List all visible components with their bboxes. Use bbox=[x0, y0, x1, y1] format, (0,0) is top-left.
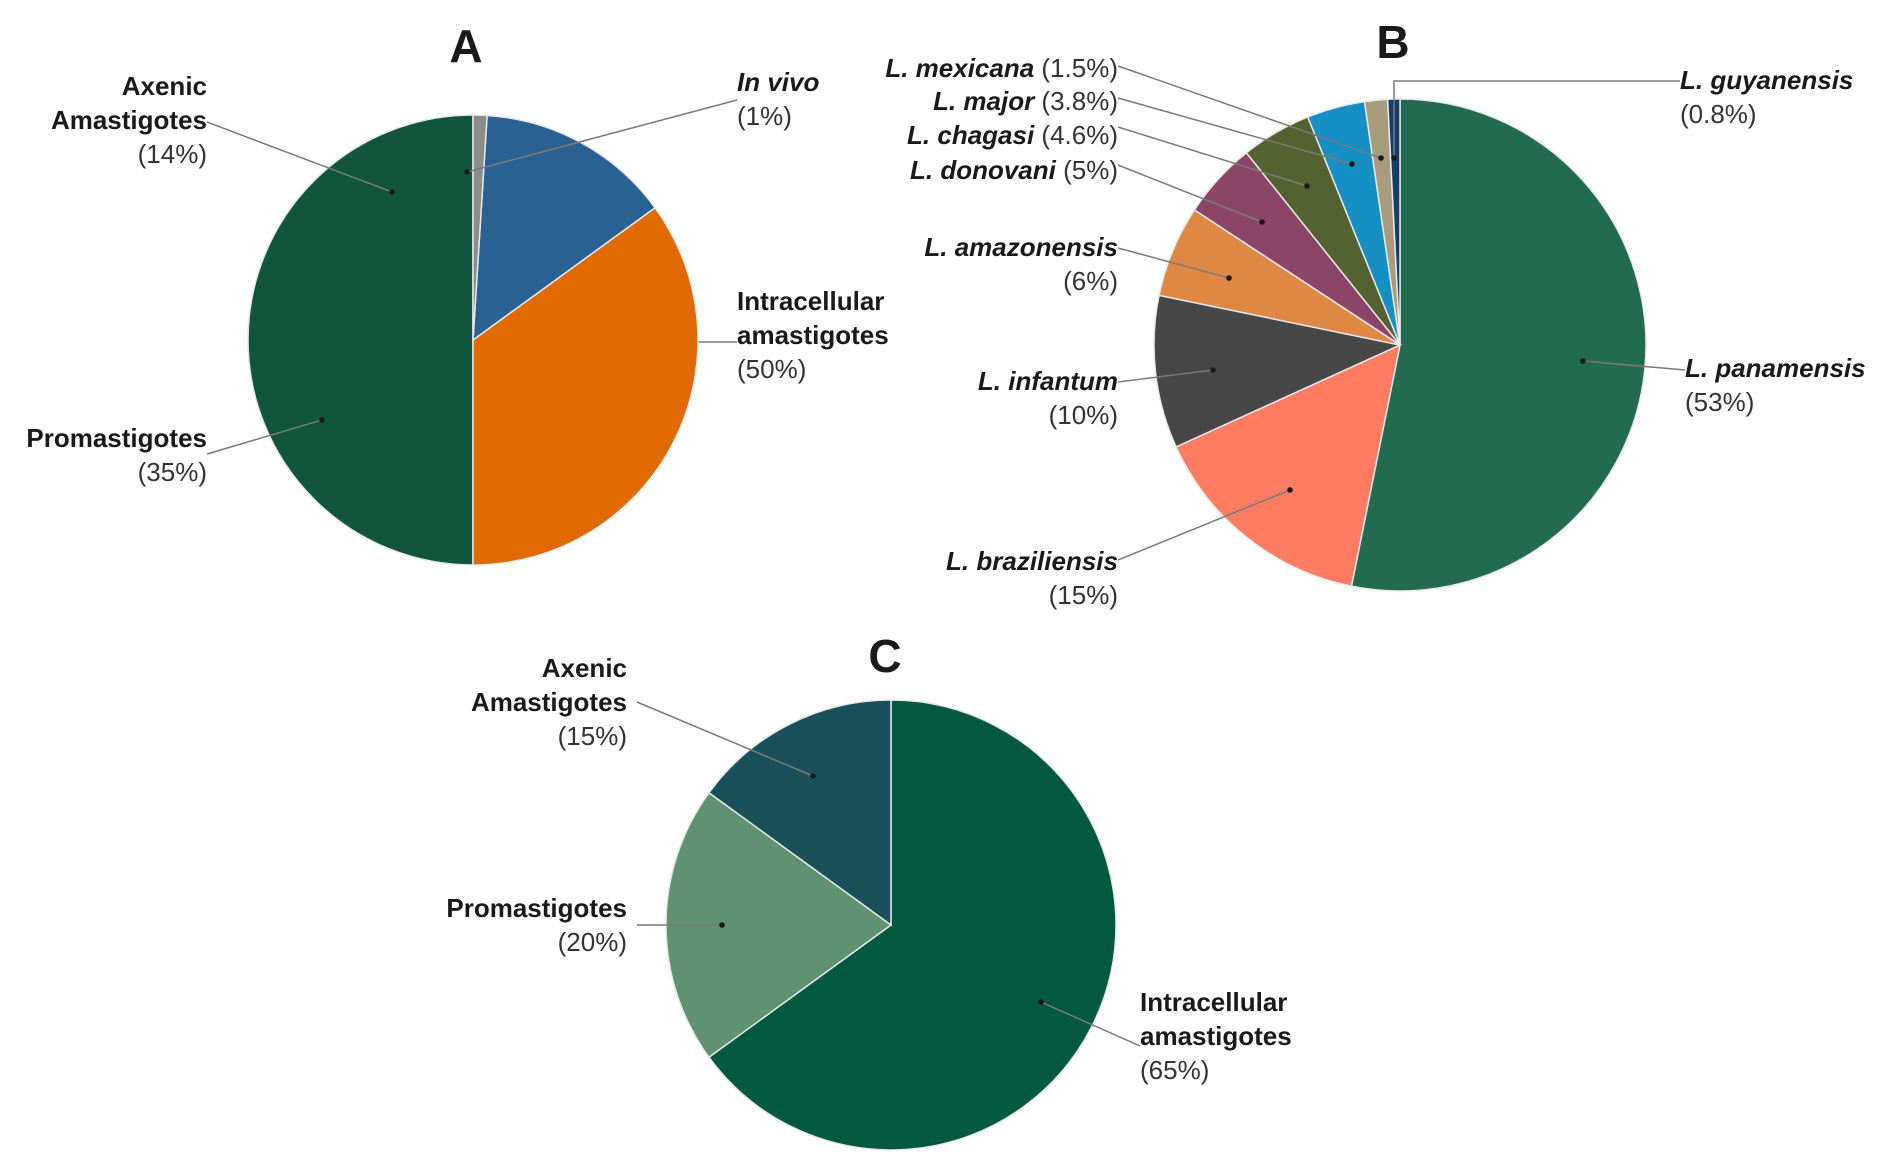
pie-b-leader-l-chagasi bbox=[1117, 126, 1308, 187]
pie-b-label-l-chagasi: L. chagasi (4.6%) bbox=[907, 120, 1118, 150]
pie-a-label-axenic-amastigotes-line-2: Amastigotes bbox=[51, 105, 207, 135]
pie-b-pct-l-amazonensis: (6%) bbox=[1063, 266, 1118, 296]
pie-a-label-axenic-amastigotes-line-1: Axenic bbox=[122, 71, 207, 101]
pie-a-leader-in-vivo bbox=[466, 99, 738, 173]
pie-a-label-intracellular-amastigotes-line-1: Intracellular bbox=[737, 286, 884, 316]
pie-b-leader-l-donovani bbox=[1117, 164, 1263, 223]
pie-c-label-intracellular-amastigotes-line-1: Intracellular bbox=[1140, 987, 1287, 1017]
pie-b-leader-dot-l-guyanensis bbox=[1391, 155, 1397, 161]
pie-chart-a: Intracellular amastigotes (50%) Promastigot… bbox=[26, 67, 889, 566]
pie-b-slice-l-panamensis bbox=[1350, 98, 1647, 592]
pie-b-pct-l-guyanensis: (0.8%) bbox=[1680, 99, 1757, 129]
pie-b-leader-l-panamensis bbox=[1582, 360, 1686, 371]
pie-b-label-l-guyanensis: L. guyanensis bbox=[1680, 65, 1853, 95]
pie-a-slice-intracellular-amastigotes bbox=[247, 114, 474, 566]
pie-b-label-l-panamensis: L. panamensis bbox=[1685, 353, 1866, 383]
pie-b-label-l-braziliensis: L. braziliensis bbox=[946, 546, 1118, 576]
pie-b-leader-l-mexicana bbox=[1117, 65, 1382, 159]
pie-a-leader-dot-in-vivo bbox=[464, 169, 470, 175]
pie-c-slice-intracellular-amastigotes bbox=[707, 699, 1117, 1151]
pie-c-leader-dot-promastigotes bbox=[719, 922, 725, 928]
pie-b-leader-dot-l-amazonensis bbox=[1226, 275, 1232, 281]
pie-b-pct-l-infantum: (10%) bbox=[1049, 400, 1118, 430]
pie-b-leader-dot-l-infantum bbox=[1210, 367, 1216, 373]
pie-a-label-promastigotes-line-1: Promastigotes bbox=[26, 423, 207, 453]
pie-a-label-intracellular-amastigotes-line-2: amastigotes bbox=[737, 320, 889, 350]
pie-b-leader-dot-l-major bbox=[1349, 161, 1355, 167]
pie-c-leader-axenic-amastigotes bbox=[636, 701, 814, 777]
pie-b-leader-l-infantum bbox=[1117, 369, 1214, 383]
pie-b-label-l-donovani: L. donovani (5%) bbox=[910, 155, 1118, 185]
pie-a-pct-axenic-amastigotes: (14%) bbox=[138, 139, 207, 169]
pie-b-leader-l-braziliensis bbox=[1117, 489, 1291, 561]
pie-b-slice-l-infantum bbox=[1153, 294, 1403, 448]
pie-a-label-in-vivo-line-1: In vivo bbox=[737, 67, 819, 97]
pie-b-pct-l-braziliensis: (15%) bbox=[1049, 580, 1118, 610]
pie-a-slice-in-vivo bbox=[472, 114, 488, 341]
pie-a-leader-dot-axenic-amastigotes bbox=[389, 189, 395, 195]
pie-b-label-l-mexicana: L. mexicana (1.5%) bbox=[885, 53, 1118, 83]
pie-c-label-axenic-amastigotes-line-2: Amastigotes bbox=[471, 687, 627, 717]
pie-c-pct-promastigotes: (20%) bbox=[558, 927, 627, 957]
pie-chart-c: Intracellular amastigotes (65%) Promastigot… bbox=[446, 653, 1292, 1151]
pie-b-leader-dot-l-panamensis bbox=[1580, 358, 1586, 364]
panel-a-letter: A bbox=[449, 20, 482, 72]
pie-a-leader-dot-promastigotes bbox=[319, 417, 325, 423]
pie-a-slice-axenic-amastigotes bbox=[472, 114, 657, 342]
pie-chart-b: L. panamensis (53%) L. braziliensis (15%) L.… bbox=[885, 53, 1865, 610]
pie-c-leader-dot-axenic-amastigotes bbox=[810, 773, 816, 779]
pie-a-pct-intracellular-amastigotes: (50%) bbox=[737, 354, 806, 384]
pie-b-leader-l-major bbox=[1117, 97, 1353, 165]
pie-b-leader-l-amazonensis bbox=[1117, 247, 1230, 279]
pie-a-leader-promastigotes bbox=[206, 419, 323, 455]
pie-a-leader-axenic-amastigotes bbox=[206, 121, 393, 193]
panel-b-letter: B bbox=[1376, 16, 1409, 68]
pie-b-pct-l-panamensis: (53%) bbox=[1685, 387, 1754, 417]
panel-c-letter: C bbox=[868, 630, 901, 682]
pie-b-leader-dot-l-donovani bbox=[1259, 219, 1265, 225]
pie-c-leader-intracellular-amastigotes bbox=[1040, 1001, 1141, 1047]
pie-b-label-l-infantum: L. infantum bbox=[978, 366, 1118, 396]
pie-a-pct-in-vivo: (1%) bbox=[737, 101, 792, 131]
pie-c-pct-axenic-amastigotes: (15%) bbox=[558, 721, 627, 751]
pie-b-leader-dot-l-mexicana bbox=[1378, 155, 1384, 161]
pie-a-pct-promastigotes: (35%) bbox=[138, 457, 207, 487]
pie-c-label-promastigotes-line-1: Promastigotes bbox=[446, 893, 627, 923]
pie-c-pct-intracellular-amastigotes: (65%) bbox=[1140, 1055, 1209, 1085]
pie-b-label-l-major: L. major (3.8%) bbox=[933, 86, 1118, 116]
pie-c-label-axenic-amastigotes-line-1: Axenic bbox=[542, 653, 627, 683]
pie-b-leader-dot-l-chagasi bbox=[1304, 183, 1310, 189]
pie-b-label-l-amazonensis: L. amazonensis bbox=[924, 232, 1118, 262]
pie-a-slice-promastigotes bbox=[472, 206, 699, 566]
pie-b-leader-dot-l-braziliensis bbox=[1287, 487, 1293, 493]
pie-c-slice-axenic-amastigotes bbox=[707, 699, 892, 927]
pie-c-leader-dot-intracellular-amastigotes bbox=[1038, 999, 1044, 1005]
pie-b-slice-l-braziliensis bbox=[1175, 343, 1402, 588]
pie-c-label-intracellular-amastigotes-line-2: amastigotes bbox=[1140, 1021, 1292, 1051]
pie-b-leader-l-guyanensis bbox=[1393, 80, 1680, 158]
